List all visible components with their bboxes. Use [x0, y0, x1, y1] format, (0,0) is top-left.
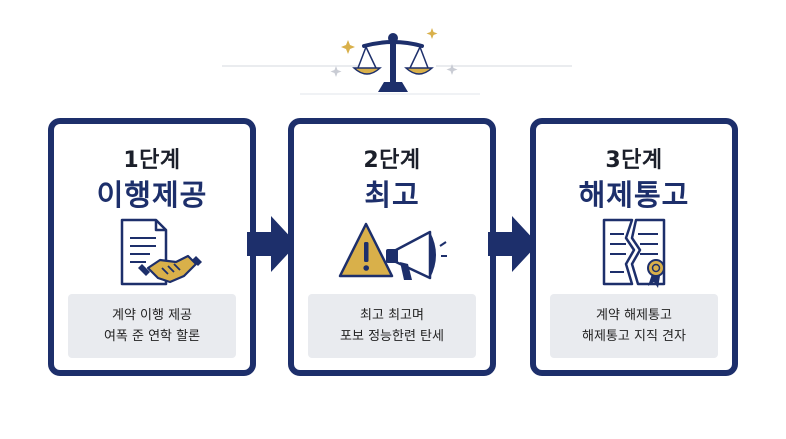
warning-megaphone-icon: [338, 222, 447, 280]
arrow-right-icon: [247, 216, 297, 272]
step-label: 1단계: [123, 148, 181, 173]
description-line: 계약 해제통고: [596, 308, 672, 323]
description-line: 해제통고 지직 견자: [582, 329, 686, 344]
step-label: 3단계: [605, 148, 663, 173]
step-description: 계약 이행 제공 여폭 준 연학 할론: [68, 294, 236, 358]
step-description: 계약 해제통고 해제통고 지직 견자: [550, 294, 718, 358]
arrow-right-icon: [488, 216, 538, 272]
step-title: 해제통고: [578, 178, 690, 212]
torn-certificate-icon: [602, 218, 666, 288]
description-line: 계약 이행 제공: [111, 308, 193, 323]
description-line: 최고 최고며: [360, 308, 424, 323]
step-title: 최고: [364, 178, 420, 212]
step-description: 최고 최고며 포보 정능한련 탄세: [308, 294, 476, 358]
scales-of-justice-icon: [222, 28, 572, 95]
header: [0, 0, 786, 110]
step-card-1: 1단계 이행제공 계약 이행 제공 여폭 준 연학 할론: [48, 118, 256, 376]
description-line: 포보 정능한련 탄세: [340, 329, 444, 344]
step-label: 2단계: [363, 148, 421, 173]
step-title: 이행제공: [96, 178, 208, 212]
step-card-3: 3단계 해제통고 계약 해제통고 해제통고 지직 견자: [530, 118, 738, 376]
step-card-2: 2단계 최고 최고 최고며 포보 정능한련 탄세: [288, 118, 496, 376]
description-line: 여폭 준 연학 할론: [103, 329, 201, 344]
contract-handshake-icon: [120, 218, 202, 286]
